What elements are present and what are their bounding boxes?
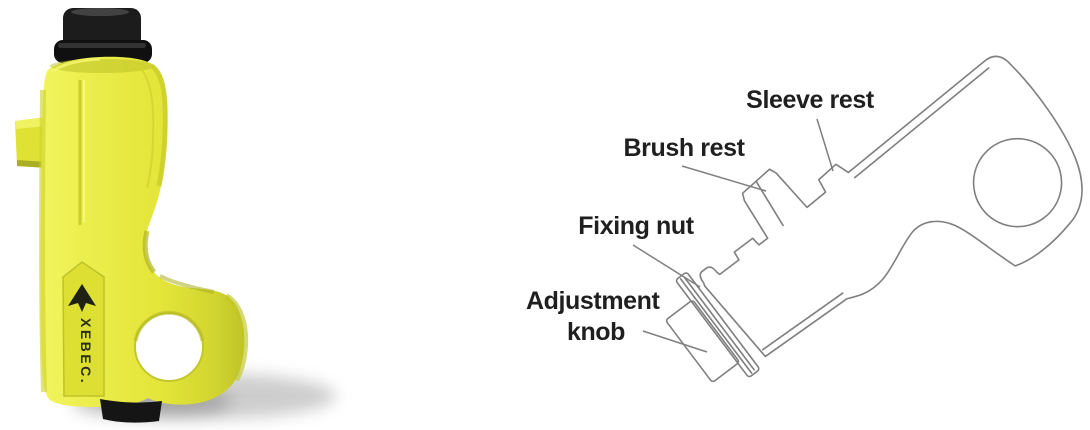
xebec-logo-mark bbox=[68, 284, 96, 312]
fixing-nut-plate bbox=[675, 272, 760, 378]
label-fixing-nut: Fixing nut bbox=[578, 212, 694, 240]
diagram-finger-hole bbox=[972, 137, 1063, 228]
top-edge-inner-line bbox=[853, 67, 990, 179]
base-foot bbox=[100, 399, 162, 423]
black-cap bbox=[54, 8, 152, 63]
tool-drawing bbox=[665, 55, 1083, 383]
cap-highlight bbox=[71, 8, 129, 16]
leader-brush-rest bbox=[681, 165, 767, 192]
logo-panel: XEBEC. bbox=[62, 261, 105, 397]
label-brush-rest: Brush rest bbox=[623, 134, 745, 162]
product-photo: XEBEC. bbox=[0, 0, 360, 430]
fixing-nut-inner-lines bbox=[679, 276, 755, 374]
label-adjustment-line1: Adjustment bbox=[526, 287, 661, 315]
leader-fixing-nut bbox=[632, 244, 701, 288]
labeled-diagram-art: Sleeve rest Brush rest Fixing nut Adjust… bbox=[526, 55, 1083, 383]
adjustment-knob-plate bbox=[665, 300, 740, 383]
tool-body-outline bbox=[699, 55, 1083, 358]
leader-adjustment-knob bbox=[642, 330, 708, 353]
xebec-logo-text: XEBEC. bbox=[78, 318, 94, 385]
lower-edge-inner-line bbox=[761, 292, 844, 351]
label-adjustment-line2: knob bbox=[567, 318, 625, 346]
leader-lines bbox=[632, 118, 834, 353]
labeled-diagram: Sleeve rest Brush rest Fixing nut Adjust… bbox=[490, 0, 1090, 430]
leader-sleeve-rest bbox=[816, 118, 834, 172]
body-shading bbox=[39, 57, 249, 393]
label-sleeve-rest: Sleeve rest bbox=[746, 86, 875, 114]
finger-hole-inner-shadow bbox=[133, 310, 205, 342]
label-adjustment-knob: Adjustment knob bbox=[526, 287, 666, 346]
product-photo-art: XEBEC. bbox=[15, 8, 336, 423]
